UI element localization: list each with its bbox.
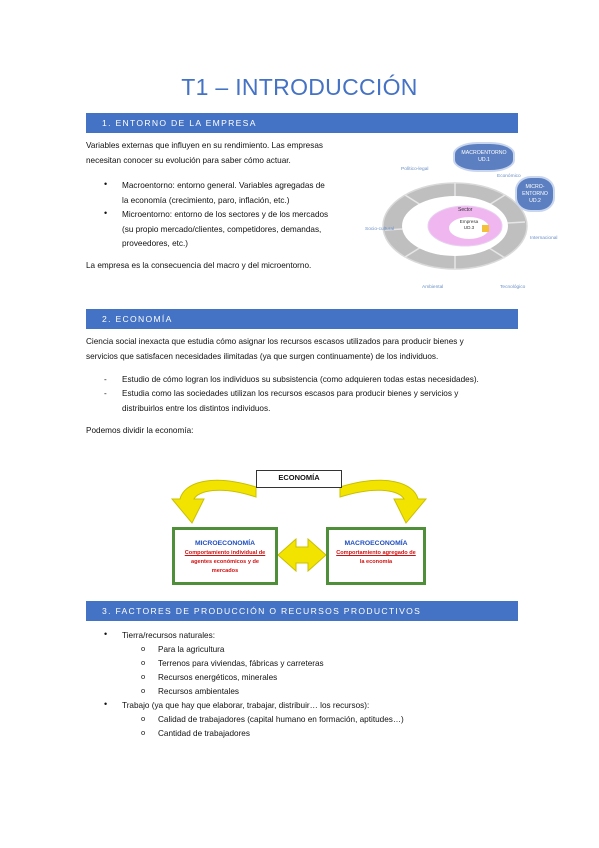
sub-line: mercados — [211, 568, 239, 574]
sub-line: Comportamiento agregado de — [336, 550, 416, 556]
dash-line: Estudia como las sociedades utilizan los… — [122, 389, 459, 398]
bullet-icon: • — [104, 629, 108, 639]
entorno-rings — [382, 159, 528, 270]
curved-arrow-left — [170, 479, 257, 524]
circle-bullet-icon: o — [141, 728, 146, 737]
section2-divide: Podemos dividir la economía: — [86, 426, 194, 435]
label-tecnologico: Tecnológico — [500, 285, 526, 290]
macroeconomia-box: MACROECONOMÍA Comportamiento agregado de… — [326, 527, 426, 585]
section-heading-factores: 3. FACTORES DE PRODUCCIÓN O RECURSOS PRO… — [86, 601, 518, 621]
bullet-icon: • — [104, 208, 108, 218]
circle-bullet-icon: o — [141, 686, 146, 695]
sub-line: agentes económicos y de — [190, 559, 260, 565]
label-politico-legal: Político-legal — [401, 167, 429, 172]
microeconomia-subtitle: Comportamiento individual de agentes eco… — [175, 549, 275, 576]
bullet-line: (su propio mercado/clientes, competidore… — [122, 224, 322, 234]
double-arrow — [277, 537, 327, 573]
circle-bullet-icon: o — [141, 644, 146, 653]
sub-item: Terrenos para viviendas, fábricas y carr… — [158, 659, 324, 668]
label-socio-cultural: Socio-cultural — [365, 227, 395, 232]
section2-paragraph: Ciencia social inexacta que estudia cómo… — [86, 335, 518, 364]
sub-line: Comportamiento individual de — [184, 550, 266, 556]
dash-line: distribuirlos entre los distintos indivi… — [122, 403, 271, 413]
macroeconomia-subtitle: Comportamiento agregado de la economía — [329, 549, 423, 567]
sub-item: Cantidad de trabajadores — [158, 729, 250, 738]
circle-bullet-icon: o — [141, 714, 146, 723]
curved-arrow-right — [339, 479, 428, 524]
para-line: Ciencia social inexacta que estudia cómo… — [86, 337, 464, 346]
intro-line-1: Variables externas que influyen en su re… — [86, 141, 323, 150]
microeconomia-title: MICROECONOMÍA — [194, 540, 256, 547]
sub-item: Calidad de trabajadores (capital humano … — [158, 715, 404, 724]
factor-trabajo: Trabajo (ya que hay que elaborar, trabaj… — [122, 701, 370, 710]
macroeconomia-title: MACROECONOMÍA — [344, 540, 408, 547]
bullet-line: la economía (crecimiento, paro, inflació… — [122, 195, 290, 205]
microeconomia-box: MICROECONOMÍA Comportamiento individual … — [172, 527, 278, 585]
cloud-microentorno: MICRO-ENTORNO UD.2 — [515, 176, 555, 212]
page-title: T1 – INTRODUCCIÓN — [181, 74, 418, 100]
para-line: servicios que satisfacen necesidades ili… — [86, 351, 439, 361]
sub-line: la economía — [359, 559, 393, 565]
label-economico: Económico — [497, 174, 521, 179]
label-internacional: Internacional — [530, 236, 558, 241]
dash-icon: - — [104, 375, 107, 384]
section1-conclusion: La empresa es la consecuencia del macro … — [86, 261, 312, 270]
sub-item: Para la agricultura — [158, 645, 225, 654]
sub-item: Recursos ambientales — [158, 687, 240, 696]
bullet-line: Macroentorno: entorno general. Variables… — [122, 181, 325, 190]
circle-bullet-icon: o — [141, 672, 146, 681]
section-heading-entorno: 1. ENTORNO DE LA EMPRESA — [86, 113, 518, 133]
cloud-macroentorno: MACROENTORNO UD.1 — [453, 142, 515, 172]
economia-arrows — [170, 479, 428, 573]
dash-item-recursos: Estudia como las sociedades utilizan los… — [122, 387, 518, 416]
intro-line-2: necesitan conocer su evolución para sabe… — [86, 155, 291, 165]
bullet-line: proveedores, etc.) — [122, 239, 188, 248]
circle-bullet-icon: o — [141, 658, 146, 667]
bullet-icon: • — [104, 699, 108, 709]
label-empresa: Empresa UD.3 — [459, 219, 479, 230]
bullet-icon: • — [104, 179, 108, 189]
bullet-line: Microentorno: entorno de los sectores y … — [122, 210, 329, 219]
section1-intro: Variables externas que influyen en su re… — [86, 139, 356, 168]
label-sector: Sector — [458, 207, 473, 213]
label-ambiental: Ambiental — [422, 285, 444, 290]
dash-icon: - — [104, 389, 107, 398]
section-heading-economia: 2. ECONOMÍA — [86, 309, 518, 329]
dash-item-subsistencia: Estudio de cómo logran los individuos su… — [122, 373, 518, 388]
economia-diagram: ECONOMÍA MICROECONOMÍA Comportamiento in… — [170, 465, 432, 585]
economia-box: ECONOMÍA — [256, 470, 342, 488]
bullet-macroentorno: Macroentorno: entorno general. Variables… — [122, 179, 357, 208]
factor-tierra: Tierra/recursos naturales: — [122, 631, 215, 640]
bullet-microentorno: Microentorno: entorno de los sectores y … — [122, 208, 362, 252]
sub-item: Recursos energéticos, minerales — [158, 673, 278, 682]
dash-line: Estudio de cómo logran los individuos su… — [122, 375, 479, 384]
entorno-diagram: MACROENTORNO UD.1 MICRO-ENTORNO UD.2 Pol… — [365, 140, 558, 300]
